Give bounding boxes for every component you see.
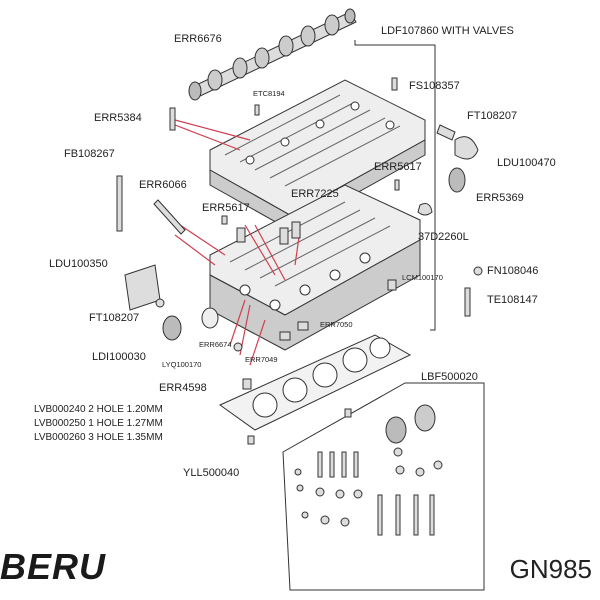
label-head-assembly: LDF107860 WITH VALVES [381,25,514,37]
label-lyq: LYQ100170 [162,360,202,369]
label-fb: FB108267 [64,148,115,160]
label-etc: ETC8194 [253,89,285,98]
label-ldu100470: LDU100470 [497,157,556,169]
label-err5617-l: ERR5617 [202,202,250,214]
seal-err7050 [297,321,309,331]
label-te: TE108147 [487,294,538,306]
seal-err7049 [279,331,291,341]
label-lbf: LBF500020 [421,371,478,383]
label-err6066: ERR6066 [139,179,187,191]
tappet-1 [236,227,246,243]
label-fs: FS108357 [409,80,460,92]
cam-carrier [209,79,426,231]
label-err5384: ERR5384 [94,112,142,124]
label-err7049: ERR7049 [245,355,278,364]
label-err7225: ERR7225 [291,188,339,200]
bracket-ldu100470 [454,136,479,160]
pin-err5617-r [394,179,400,191]
label-lvb3: LVB000260 3 HOLE 1.35MM [34,432,163,443]
label-err5369: ERR5369 [476,192,524,204]
dowel-err4598 [242,378,252,390]
label-37d2260l: 37D2260L [418,231,469,243]
plug-lyq [201,307,219,329]
bracket-ldu100350 [124,264,161,311]
label-lcm: LCM100170 [402,273,443,282]
label-err5617-r: ERR5617 [374,161,422,173]
clip-ft108207 [436,124,456,141]
head-gasket [219,334,412,431]
part-37d2260l [417,203,433,216]
label-fn: FN108046 [487,265,539,277]
stud-te [464,287,471,317]
tappet-3 [291,221,301,239]
pin-err5617-l [221,215,228,225]
frame-lines [282,40,485,591]
small-parts [116,77,483,390]
tappet-2 [279,227,289,245]
leader-lines [174,119,301,366]
beru-logo: BERU [0,543,107,591]
beru-logo-text: BERU [0,546,107,587]
seal-err5369 [448,167,466,193]
bolt-ft108207-bot [155,298,165,308]
label-ldu100350: LDU100350 [49,258,108,270]
bolt-fb108267 [116,175,123,232]
label-camshaft: ERR6676 [174,33,222,45]
label-err7050: ERR7050 [320,320,353,329]
bolt-fs [391,77,398,91]
seal-ldi [162,315,182,341]
label-ldi: LDI100030 [92,351,146,363]
nut-fn [473,266,483,276]
gasket-kit-parts [247,404,443,536]
label-lvb1: LVB000240 2 HOLE 1.20MM [34,404,163,415]
injector-err6066 [153,199,186,235]
plug-err6674 [233,342,243,352]
pin-etc [254,104,260,116]
label-yll: YLL500040 [183,467,240,479]
label-ft108207-top: FT108207 [467,110,518,122]
label-err6674: ERR6674 [199,340,232,349]
part-lcm [387,279,397,291]
label-ft108207-bot: FT108207 [89,312,140,324]
camshaft [188,8,357,101]
label-err4598: ERR4598 [159,382,207,394]
bolt-err5384 [169,107,176,131]
label-lvb2: LVB000250 1 HOLE 1.27MM [34,418,163,429]
part-number: GN985 [509,554,592,584]
